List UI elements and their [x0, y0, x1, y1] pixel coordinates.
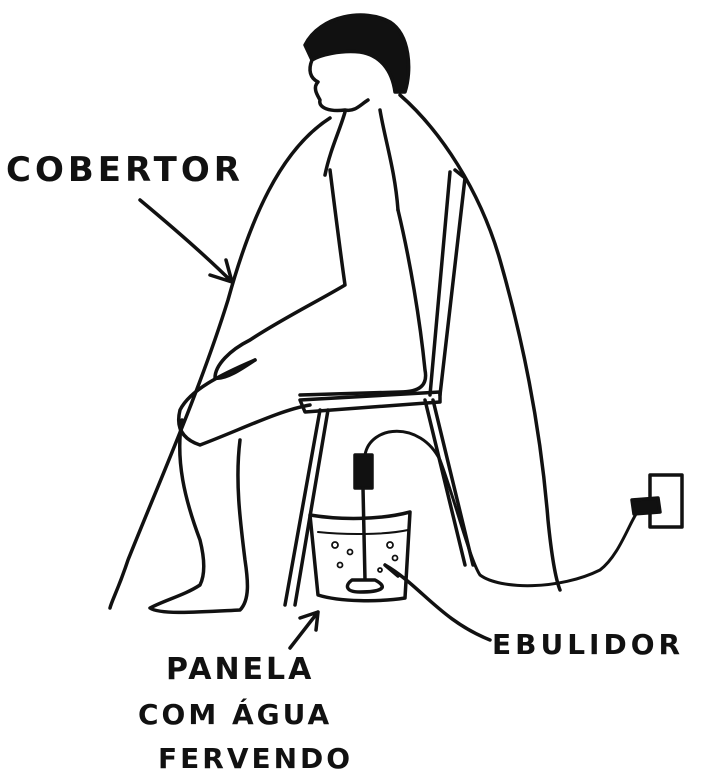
chair-back: [430, 170, 465, 395]
arrow-heater: [385, 565, 490, 640]
label-immersion-heater: EBULIDOR: [492, 628, 684, 661]
body-back: [325, 110, 398, 210]
hair: [305, 15, 409, 92]
arrow-blanket: [140, 200, 232, 282]
label-pot-line1: PANELA: [166, 652, 314, 687]
face: [310, 60, 368, 111]
torso: [300, 210, 426, 395]
arrow-pot: [290, 612, 318, 648]
thigh: [179, 360, 310, 445]
label-blanket: COBERTOR: [6, 150, 244, 190]
plug: [632, 498, 660, 514]
label-pot-line3: FERVENDO: [158, 742, 353, 775]
chair-leg-front: [285, 410, 328, 605]
leg: [150, 420, 247, 612]
label-pot-line2: COM ÁGUA: [138, 698, 332, 731]
heater-rod: [347, 488, 382, 592]
heater-handle: [355, 455, 372, 488]
